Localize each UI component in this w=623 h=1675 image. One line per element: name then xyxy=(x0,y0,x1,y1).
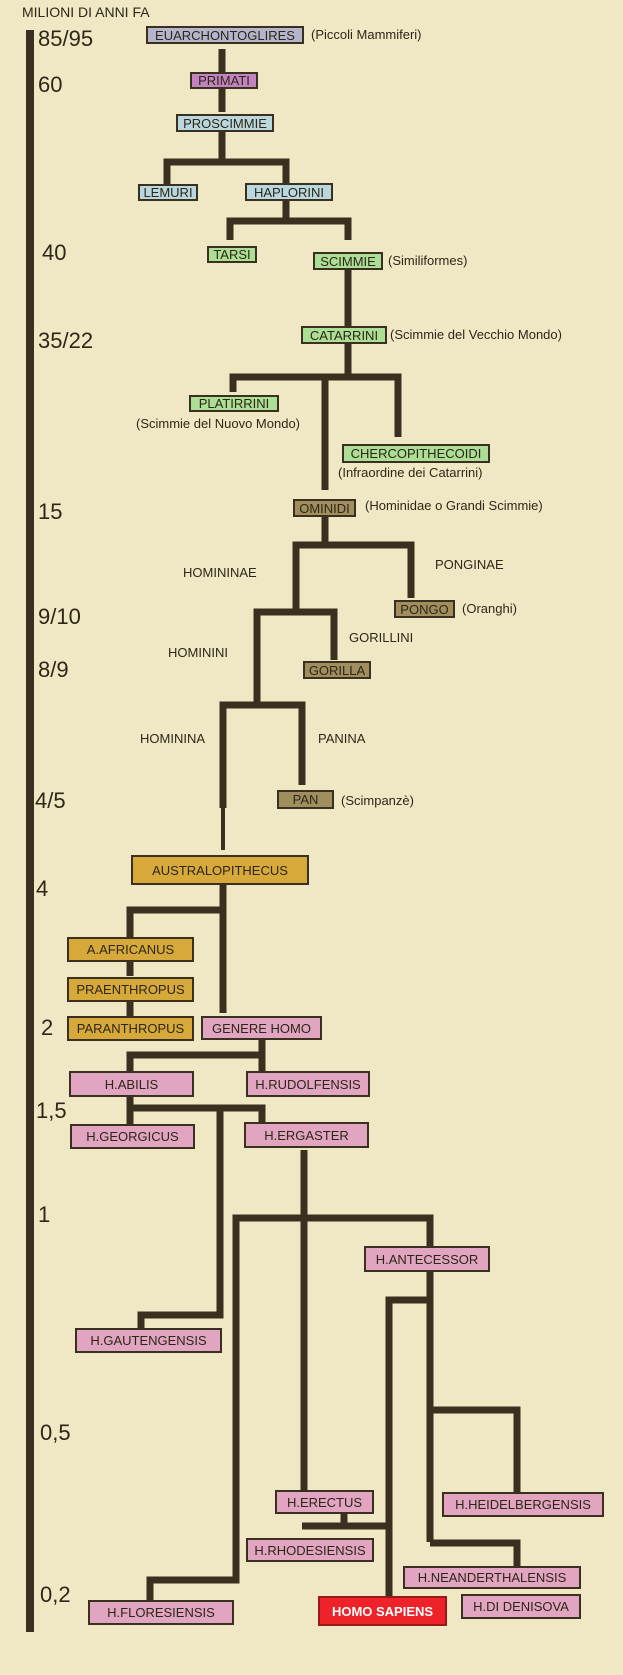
note-catarrini: (Scimmie del Vecchio Mondo) xyxy=(390,327,562,342)
node-proscimmie: PROSCIMMIE xyxy=(176,114,274,132)
node-haplorini: HAPLORINI xyxy=(245,183,333,201)
node-h-neanderthalensis: H.NEANDERTHALENSIS xyxy=(403,1566,581,1589)
tick-60: 60 xyxy=(38,72,63,97)
tick-2: 2 xyxy=(41,1015,54,1040)
node-h-rhodesiensis: H.RHODESIENSIS xyxy=(246,1538,374,1562)
note-ominidi: (Hominidae o Grandi Scimmie) xyxy=(365,498,543,513)
node-h-floresiensis: H.FLORESIENSIS xyxy=(88,1600,234,1625)
tick-1: 1 xyxy=(38,1202,51,1227)
node-pongo: PONGO xyxy=(394,600,455,618)
node-australopithecus: AUSTRALOPITHECUS xyxy=(131,855,309,885)
node-genere-homo: GENERE HOMO xyxy=(201,1016,322,1040)
node-h-abilis: H.ABILIS xyxy=(69,1071,194,1097)
tick-0-5: 0,5 xyxy=(40,1420,71,1445)
node-homo-sapiens: HOMO SAPIENS xyxy=(318,1596,447,1626)
node-paranthropus: PARANTHROPUS xyxy=(67,1016,194,1041)
note-scimmie: (Similiformes) xyxy=(388,253,468,268)
axis-title: MILIONI DI ANNI FA xyxy=(22,4,150,20)
node-h-gautengensis: H.GAUTENGENSIS xyxy=(75,1328,222,1353)
node-h-antecessor: H.ANTECESSOR xyxy=(364,1246,490,1272)
node-gorilla: GORILLA xyxy=(303,661,371,679)
node-catarrini: CATARRINI xyxy=(301,326,387,344)
node-chercopithecoidi: CHERCOPITHECOIDI xyxy=(342,444,490,463)
node-praenthropus: PRAENTHROPUS xyxy=(67,977,194,1002)
node-h-heidelbergensis: H.HEIDELBERGENSIS xyxy=(442,1492,604,1517)
tick-0-2: 0,2 xyxy=(40,1582,71,1607)
node-pan: PAN xyxy=(277,790,334,809)
taxon-ponginae: PONGINAE xyxy=(435,557,504,572)
taxon-gorillini: GORILLINI xyxy=(349,630,414,645)
note-chercopithecoidi: (Infraordine dei Catarrini) xyxy=(338,465,483,480)
tick-15: 15 xyxy=(38,499,63,524)
tick-40: 40 xyxy=(42,240,67,265)
taxon-homininae: HOMININAE xyxy=(183,565,257,580)
note-pongo: (Oranghi) xyxy=(462,601,517,616)
tick-9-10: 9/10 xyxy=(38,604,81,629)
node-lemuri: LEMURI xyxy=(138,184,198,201)
node-platirrini: PLATIRRINI xyxy=(189,395,279,412)
tick-85-95: 85/95 xyxy=(38,26,94,51)
node-scimmie: SCIMMIE xyxy=(313,252,383,270)
node-h-ergaster: H.ERGASTER xyxy=(244,1122,369,1148)
tick-4: 4 xyxy=(36,876,49,901)
node-primati: PRIMATI xyxy=(190,72,258,89)
node-h-erectus: H.ERECTUS xyxy=(275,1490,374,1514)
tick-8-9: 8/9 xyxy=(38,657,69,682)
taxon-panina: PANINA xyxy=(318,731,366,746)
node-h-georgicus: H.GEORGICUS xyxy=(70,1124,195,1149)
taxon-hominina: HOMININA xyxy=(140,731,205,746)
node-ominidi: OMINIDI xyxy=(293,499,356,517)
taxon-hominini: HOMININI xyxy=(168,645,228,660)
node-h-di-denisova: H.DI DENISOVA xyxy=(461,1594,581,1619)
node-euarchontoglires: EUARCHONTOGLIRES xyxy=(146,26,304,44)
node-tarsi: TARSI xyxy=(207,246,257,263)
tick-4-5: 4/5 xyxy=(35,788,66,813)
tick-35-22: 35/22 xyxy=(38,328,94,353)
tick-1-5: 1,5 xyxy=(36,1098,67,1123)
note-pan: (Scimpanzè) xyxy=(341,793,414,808)
node-h-rudolfensis: H.RUDOLFENSIS xyxy=(246,1071,370,1097)
note-euarchontoglires: (Piccoli Mammiferi) xyxy=(311,27,422,42)
node-a-africanus: A.AFRICANUS xyxy=(67,937,194,962)
note-platirrini: (Scimmie del Nuovo Mondo) xyxy=(136,416,301,431)
